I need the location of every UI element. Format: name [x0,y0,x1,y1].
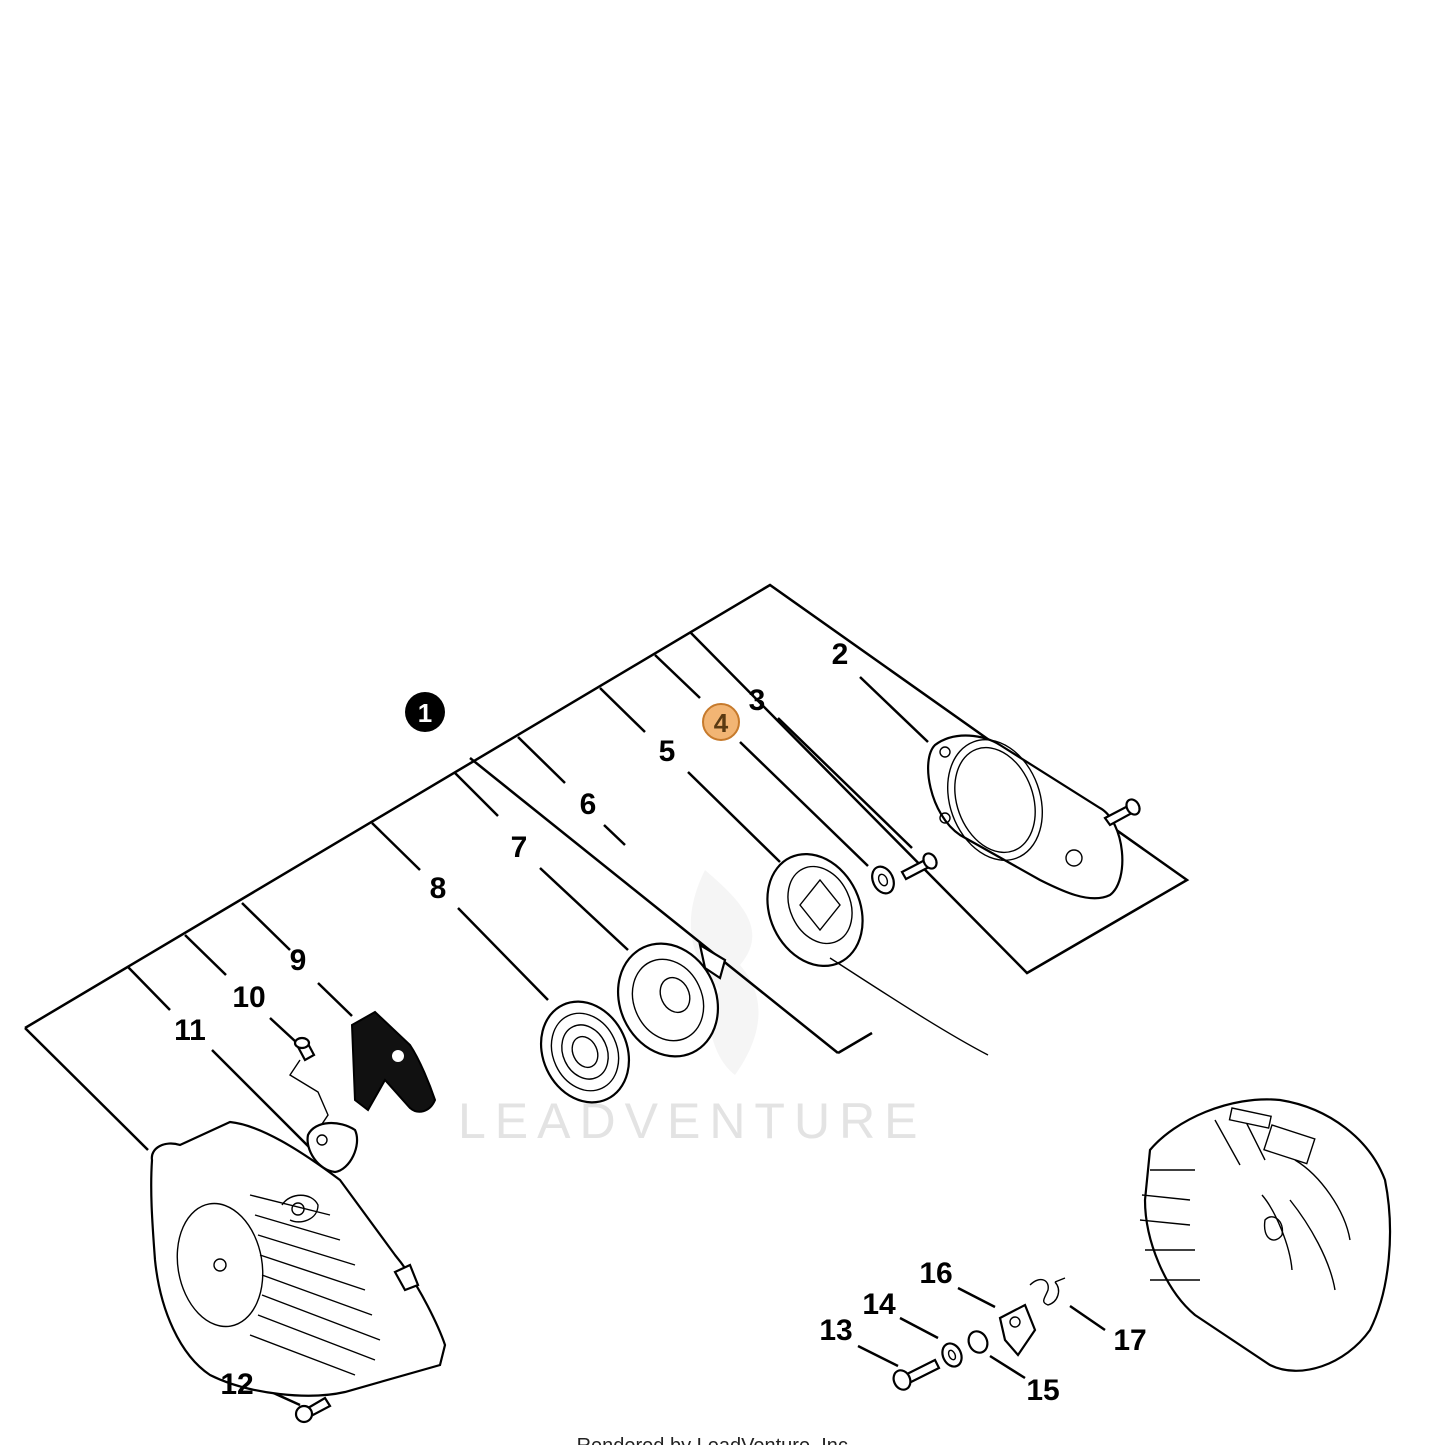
rewind-spring-part[interactable] [525,987,645,1117]
callout-14-label[interactable]: 14 [862,1288,896,1321]
watermark-text: LEADVENTURE [458,1093,927,1149]
callout-6-label[interactable]: 6 [580,788,597,821]
spring-housing-part[interactable] [600,927,736,1073]
callout-7-label[interactable]: 7 [511,831,528,864]
callout-1-badge[interactable]: 1 [405,692,445,732]
callout-3-label[interactable]: 3 [749,684,766,717]
flywheel-part[interactable] [1139,1098,1392,1372]
small-screw-part[interactable] [293,1036,316,1062]
callout-4-badge[interactable]: 4 [702,703,740,741]
callout-2-label[interactable]: 2 [832,638,849,671]
callout-12-label[interactable]: 12 [220,1368,253,1401]
bolt-part[interactable] [891,1358,941,1392]
callout-17-label[interactable]: 17 [1113,1324,1146,1357]
cover-plate-part[interactable] [927,726,1124,900]
callout-8-label[interactable]: 8 [430,872,447,905]
screw-icon[interactable] [1103,797,1142,827]
screw-icon[interactable] [900,851,939,881]
watermark-logo-icon [690,870,759,1075]
callout-9-label[interactable]: 9 [290,944,307,977]
callout-1-label: 1 [418,698,432,728]
rope-rotor-part[interactable] [750,838,989,1056]
pawl-part[interactable] [998,1303,1037,1357]
fan-housing-part[interactable] [150,1120,447,1397]
callout-16-label[interactable]: 16 [919,1257,952,1290]
assembly-bracket [24,583,1190,1151]
footer-credit: Rendered by LeadVenture, Inc. [577,1435,854,1445]
callout-4-label: 4 [714,708,729,738]
callout-5-label[interactable]: 5 [659,735,676,768]
rope-guide-part[interactable] [306,1122,359,1174]
housing-screw-part[interactable] [294,1396,332,1424]
rope-guide-line [289,1059,329,1131]
starter-grip-part[interactable] [350,1010,437,1113]
torsion-spring-part[interactable] [1029,1277,1066,1306]
sleeve-part[interactable] [965,1328,991,1356]
callout-13-label[interactable]: 13 [819,1314,852,1347]
callout-15-label[interactable]: 15 [1026,1374,1059,1407]
leader-lines [211,676,1106,1407]
callout-10-label[interactable]: 10 [232,981,265,1014]
washer-part[interactable] [868,863,898,897]
callout-11-label[interactable]: 11 [174,1014,206,1047]
small-washer-part[interactable] [939,1340,965,1369]
